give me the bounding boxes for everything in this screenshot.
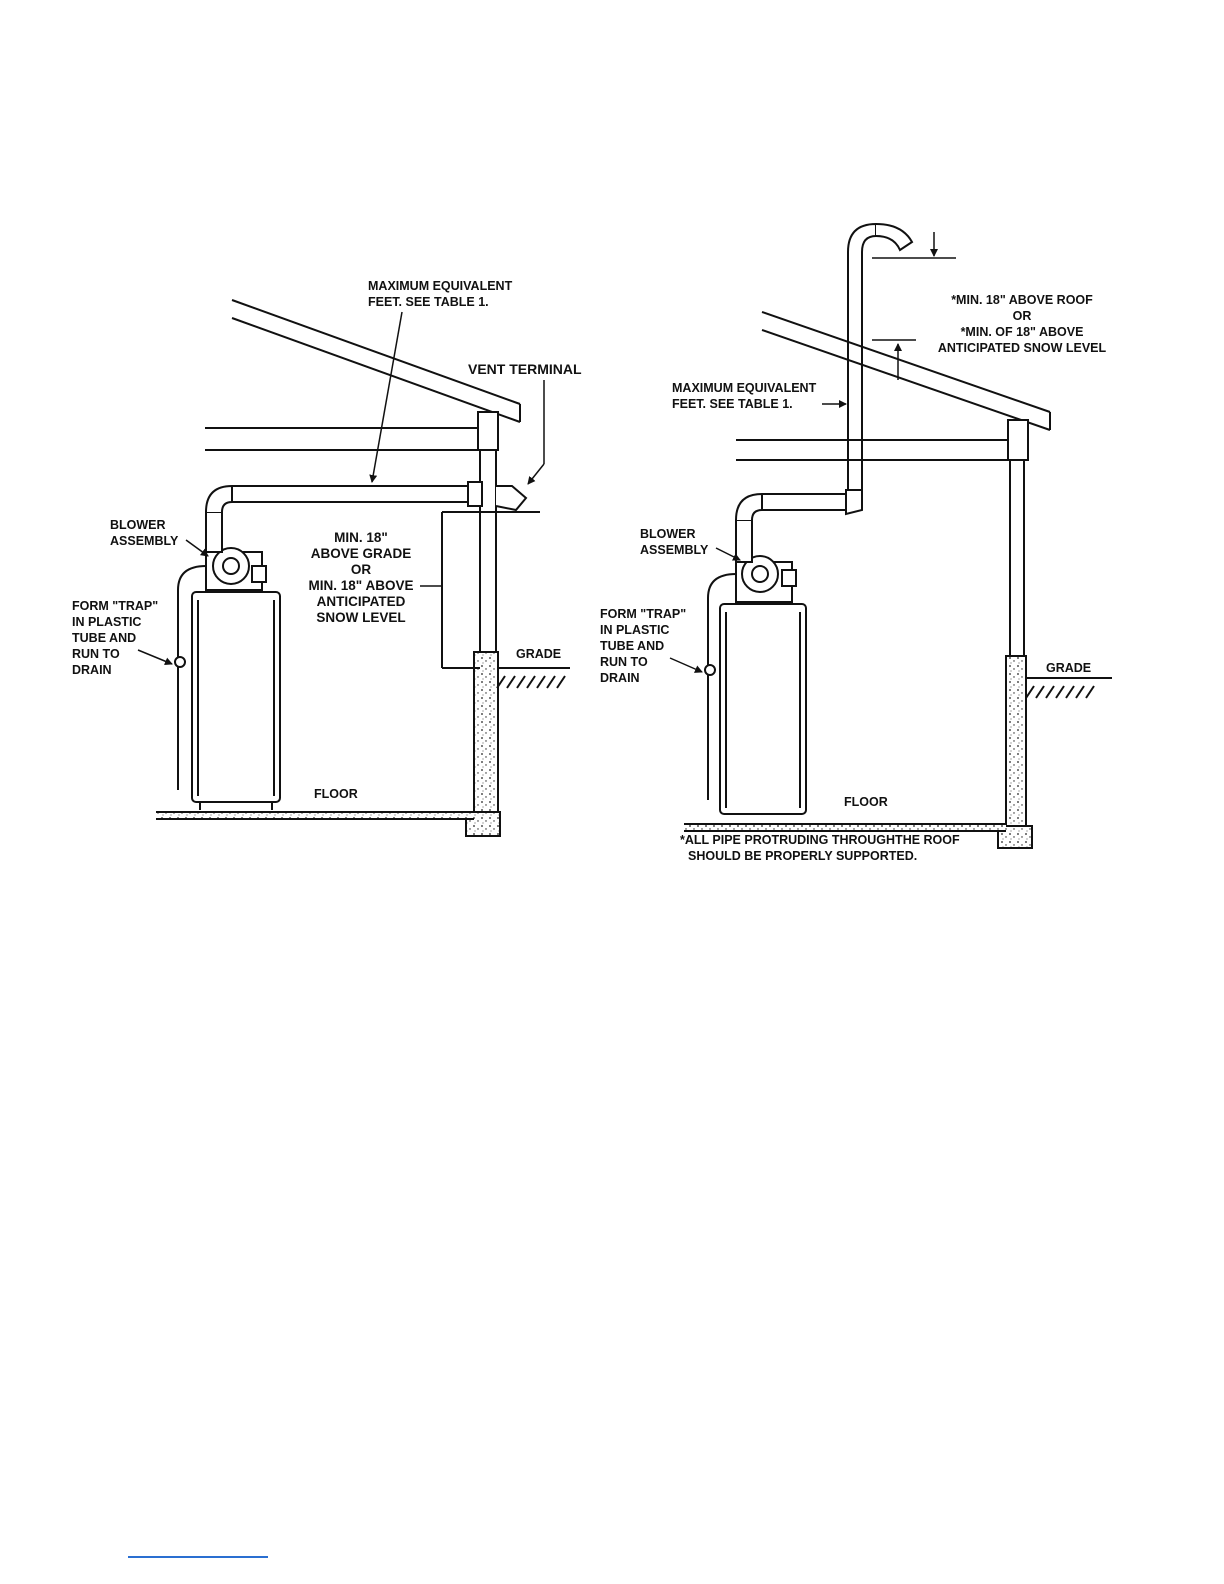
right-min-roof-line3: *MIN. OF 18" ABOVE	[960, 325, 1084, 339]
right-leaders	[669, 400, 847, 673]
left-leaders	[137, 311, 545, 666]
left-min-18-line4: MIN. 18" ABOVE	[308, 578, 414, 593]
left-max-equivalent-label: MAXIMUM EQUIVALENT FEET. SEE TABLE 1.	[368, 278, 512, 310]
left-trap-line5: DRAIN	[72, 663, 112, 677]
right-blower	[735, 555, 797, 603]
right-max-equivalent-line1: MAXIMUM EQUIVALENT	[672, 381, 817, 395]
right-wall	[997, 460, 1033, 849]
right-trap-line3: TUBE AND	[600, 639, 665, 653]
right-dimension	[872, 232, 956, 380]
right-floor	[684, 823, 1006, 832]
left-min-18-line2: ABOVE GRADE	[310, 546, 412, 561]
right-footnote: *ALL PIPE PROTRUDING THROUGHTHE ROOF SHO…	[680, 832, 960, 864]
left-roof	[231, 299, 521, 423]
right-roof	[761, 311, 1051, 431]
right-min-roof-label: *MIN. 18" ABOVE ROOF OR *MIN. OF 18" ABO…	[926, 292, 1118, 356]
left-floor-label: FLOOR	[314, 787, 358, 801]
right-trap-line2: IN PLASTIC	[600, 623, 670, 637]
left-max-equivalent-line1: MAXIMUM EQUIVALENT	[368, 279, 513, 293]
left-max-equivalent-line2: FEET. SEE TABLE 1.	[368, 295, 489, 309]
left-water-heater	[191, 591, 281, 810]
right-trap-line4: RUN TO	[600, 655, 648, 669]
right-footnote-line2: SHOULD BE PROPERLY SUPPORTED.	[688, 849, 918, 863]
right-min-roof-line2: OR	[1012, 309, 1032, 323]
right-footnote-line1: *ALL PIPE PROTRUDING THROUGHTHE ROOF	[680, 833, 960, 847]
left-trap	[174, 656, 186, 668]
right-installation	[669, 222, 1112, 849]
right-max-equivalent-line2: FEET. SEE TABLE 1.	[672, 397, 793, 411]
left-trap-line1: FORM "TRAP"	[72, 599, 159, 613]
left-ceiling	[205, 411, 499, 451]
right-max-equivalent-label: MAXIMUM EQUIVALENT FEET. SEE TABLE 1.	[672, 380, 816, 412]
left-trap-line3: TUBE AND	[72, 631, 137, 645]
right-min-roof-line4: ANTICIPATED SNOW LEVEL	[937, 341, 1107, 355]
left-trap-line2: IN PLASTIC	[72, 615, 142, 629]
left-min-18-line3: OR	[350, 562, 372, 577]
vent-terminal-label: VENT TERMINAL	[468, 361, 582, 377]
left-blower-line1: BLOWER	[110, 518, 166, 532]
left-min-18-line6: SNOW LEVEL	[316, 610, 406, 625]
right-floor-label: FLOOR	[844, 795, 888, 809]
left-grade-label: GRADE	[516, 647, 562, 661]
left-wall	[465, 450, 501, 837]
left-floor	[156, 811, 474, 820]
right-form-trap-label: FORM "TRAP" IN PLASTIC TUBE AND RUN TO D…	[600, 606, 686, 686]
left-dimension	[420, 511, 540, 669]
right-trap-line5: DRAIN	[600, 671, 640, 685]
right-blower-line2: ASSEMBLY	[640, 543, 709, 557]
right-min-roof-line1: *MIN. 18" ABOVE ROOF	[951, 293, 1093, 307]
left-blower-assembly-label: BLOWER ASSEMBLY	[110, 517, 178, 549]
right-grade-label: GRADE	[1046, 661, 1092, 675]
right-vent-pipe	[735, 222, 914, 563]
left-min-18-line1: MIN. 18"	[334, 530, 388, 545]
right-grade	[1025, 677, 1112, 699]
left-min-18-line5: ANTICIPATED	[316, 594, 406, 609]
left-installation	[137, 299, 570, 837]
left-blower	[205, 547, 267, 591]
right-trap	[704, 664, 716, 676]
right-water-heater	[719, 603, 807, 815]
right-blower-assembly-label: BLOWER ASSEMBLY	[640, 526, 708, 558]
right-trap-line1: FORM "TRAP"	[600, 607, 687, 621]
right-drain-tube	[707, 573, 737, 800]
left-vent-pipe	[205, 481, 528, 553]
footer-rule	[128, 1556, 268, 1558]
left-form-trap-label: FORM "TRAP" IN PLASTIC TUBE AND RUN TO D…	[72, 598, 158, 678]
left-drain-tube	[177, 565, 207, 790]
left-min-18-label: MIN. 18" ABOVE GRADE OR MIN. 18" ABOVE A…	[298, 530, 424, 626]
left-blower-line2: ASSEMBLY	[110, 534, 179, 548]
right-blower-line1: BLOWER	[640, 527, 696, 541]
left-trap-line4: RUN TO	[72, 647, 120, 661]
right-ceiling	[736, 419, 1029, 461]
left-grade	[496, 667, 570, 689]
